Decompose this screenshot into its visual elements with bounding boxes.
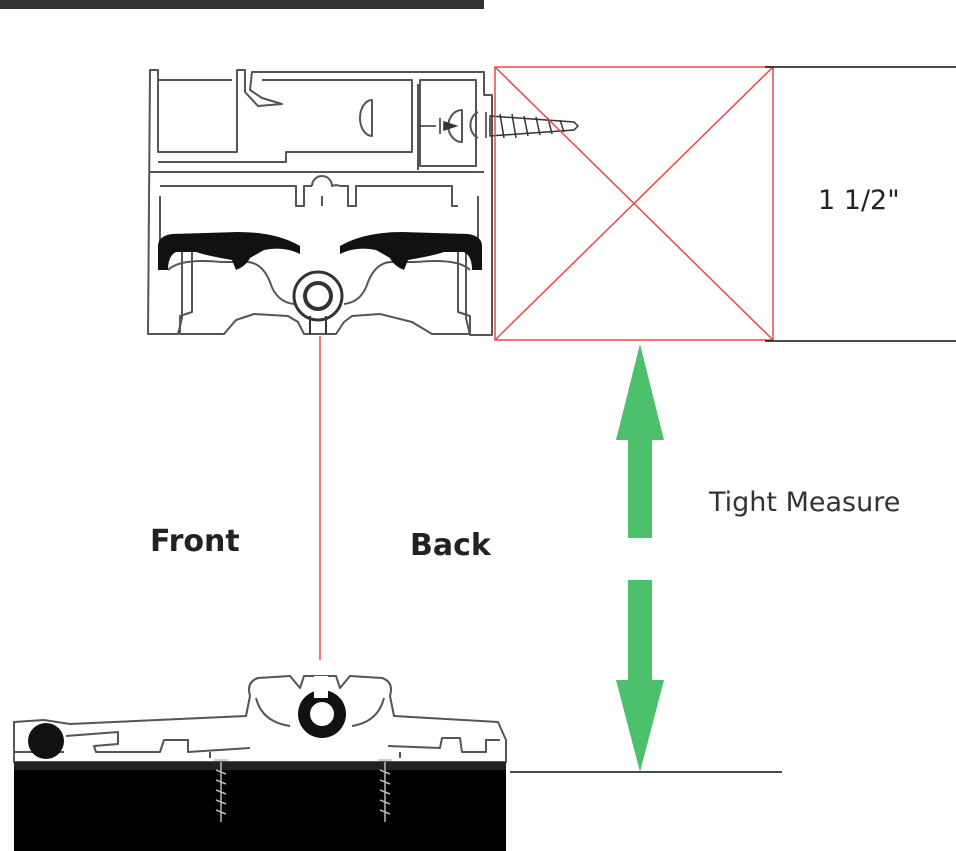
wood-block-icon bbox=[494, 66, 774, 341]
bottom-base-strip bbox=[14, 762, 506, 770]
bottom-base-block bbox=[14, 770, 506, 851]
dimension-lines bbox=[765, 66, 956, 342]
back-label: Back bbox=[410, 528, 491, 563]
headrail-gaskets bbox=[158, 232, 482, 270]
seal-bulb bbox=[28, 723, 64, 759]
dimension-label: 1 1/2" bbox=[818, 185, 900, 216]
tight-measure-label: Tight Measure bbox=[709, 487, 901, 518]
bottom-rail-hub bbox=[298, 676, 346, 738]
headrail-profile bbox=[147, 69, 493, 336]
front-label: Front bbox=[150, 524, 240, 559]
arrow-up-icon bbox=[616, 344, 664, 538]
screw-icon bbox=[420, 112, 580, 139]
bottom-rail-profile bbox=[13, 675, 507, 763]
headrail-hub bbox=[292, 270, 344, 334]
arrow-down-icon bbox=[616, 580, 664, 772]
base-screws bbox=[214, 759, 392, 822]
top-dark-bar bbox=[0, 0, 484, 9]
